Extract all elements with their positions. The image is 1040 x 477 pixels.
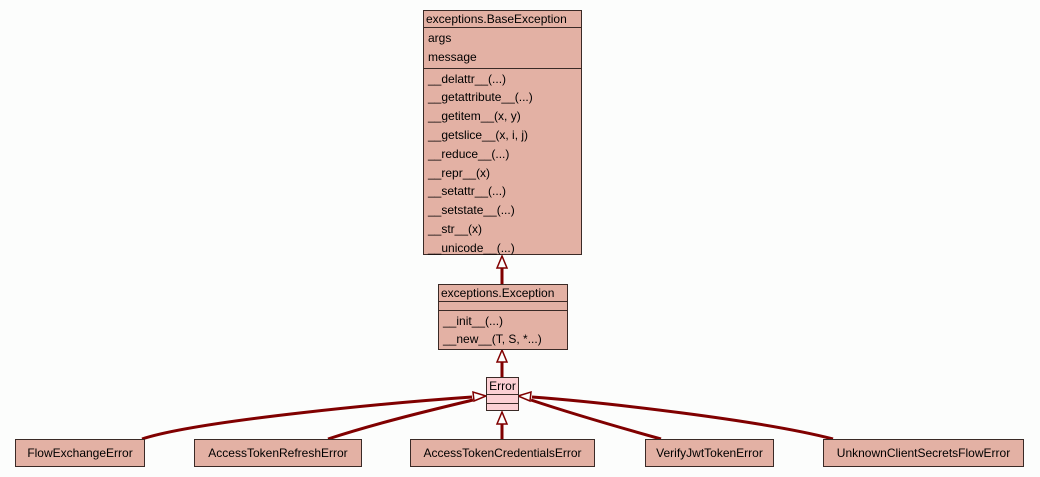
inherit-arrow-icon: [495, 348, 509, 363]
edge-accesstokenrefresh-to-error: [327, 398, 474, 441]
class-name: exceptions.BaseException: [424, 11, 581, 28]
method: __getitem__(x, y): [428, 109, 521, 124]
class-exception[interactable]: exceptions.Exception __init__(...) __new…: [438, 284, 568, 350]
attributes-section: [487, 395, 518, 404]
attributes-section: args message: [424, 28, 581, 69]
method: __new__(T, S, *...): [443, 332, 542, 346]
class-access-token-credentials-error[interactable]: AccessTokenCredentialsError: [410, 439, 595, 467]
class-base-exception[interactable]: exceptions.BaseException args message __…: [423, 10, 582, 255]
class-verify-jwt-token-error[interactable]: VerifyJwtTokenError: [645, 439, 774, 467]
method: __str__(x): [428, 221, 483, 236]
attribute: args: [428, 31, 452, 45]
method: __delattr__(...): [428, 71, 507, 86]
methods-section: [487, 404, 518, 412]
method: __repr__(x): [428, 165, 491, 180]
method: __getslice__(x, i, j): [428, 127, 529, 142]
class-name: exceptions.Exception: [439, 285, 567, 302]
class-flow-exchange-error[interactable]: FlowExchangeError: [15, 439, 145, 467]
methods-section: __init__(...) __new__(T, S, *...): [439, 311, 567, 349]
attribute: message: [428, 49, 477, 64]
method: __setattr__(...): [428, 184, 507, 199]
method: __getattribute__(...): [428, 90, 533, 105]
method: __init__(...): [443, 314, 504, 328]
class-unknown-client-secrets-flow-error[interactable]: UnknownClientSecretsFlowError: [823, 439, 1024, 467]
class-error[interactable]: Error: [486, 377, 519, 411]
method: __unicode__(...): [428, 240, 515, 255]
methods-section: __delattr__(...) __getattribute__(...) _…: [424, 69, 581, 259]
method: __setstate__(...): [428, 203, 515, 218]
inherit-arrow-icon: [515, 390, 532, 403]
class-access-token-refresh-error[interactable]: AccessTokenRefreshError: [194, 439, 362, 467]
inherit-arrow-icon: [495, 254, 509, 269]
class-name: Error: [487, 378, 518, 395]
inherit-arrow-icon: [472, 390, 489, 403]
edge-verifyjwt-to-error: [530, 398, 662, 441]
inherit-arrow-icon: [495, 410, 509, 425]
attributes-section: [439, 302, 567, 311]
method: __reduce__(...): [428, 146, 510, 161]
edge-flowexchange-to-error: [141, 395, 473, 441]
edge-unknownclient-to-error: [531, 395, 834, 441]
